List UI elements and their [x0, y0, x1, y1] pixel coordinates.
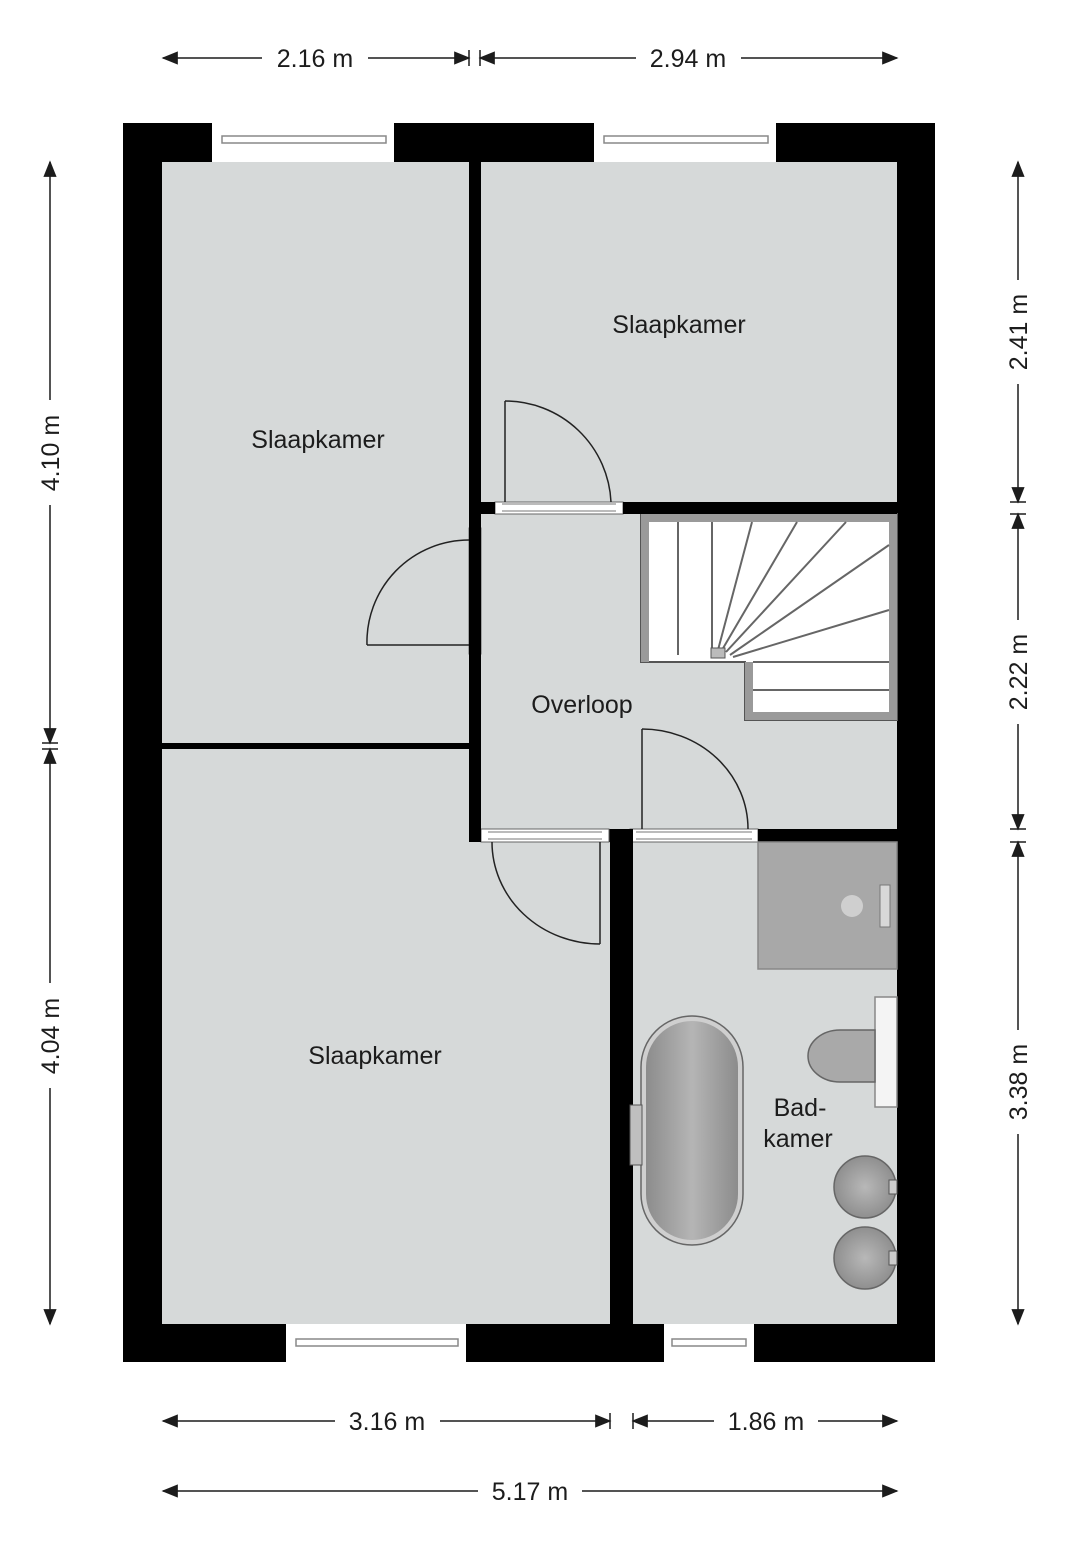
dimension-bottom-left: 3.16 m [161, 1408, 612, 1436]
floor-bedroom-top-left [162, 162, 469, 743]
svg-text:4.10 m: 4.10 m [37, 415, 65, 491]
svg-text:3.38 m: 3.38 m [1005, 1044, 1033, 1120]
dimension-right-upper: 2.41 m [1005, 160, 1033, 504]
wall-between-left-bedrooms [162, 743, 469, 749]
window-top-left [212, 123, 394, 162]
window-top-right [594, 123, 776, 162]
wall-landing-bottom-b [758, 829, 897, 842]
dimension-bottom-right: 1.86 m [631, 1408, 899, 1436]
door-bedroom-bottom [480, 828, 610, 945]
dimension-right-lower: 3.38 m [1005, 840, 1033, 1326]
dimension-left-lower: 4.04 m [37, 747, 65, 1326]
floor-bedroom-bottom-ext [469, 842, 610, 1324]
washbasin-upper [833, 1155, 898, 1219]
floor-bedroom-top-right [481, 162, 897, 502]
svg-text:1.86 m: 1.86 m [728, 1408, 804, 1436]
svg-text:4.04 m: 4.04 m [37, 998, 65, 1074]
window-bottom-left [286, 1324, 466, 1362]
room-label-bathroom-line2: kamer [763, 1125, 832, 1153]
dimension-top-left: 2.16 m [161, 45, 471, 73]
shower [757, 841, 898, 970]
svg-text:2.41 m: 2.41 m [1005, 294, 1033, 370]
svg-text:2.16 m: 2.16 m [277, 45, 353, 73]
dimension-right-middle: 2.22 m [1005, 512, 1033, 831]
washbasin-lower [833, 1226, 898, 1290]
dimension-bottom-total: 5.17 m [161, 1478, 899, 1506]
room-label-bedroom-top-right: Slaapkamer [612, 311, 745, 339]
wall-topright-landing-a [481, 502, 495, 514]
room-label-bedroom-bottom: Slaapkamer [308, 1042, 441, 1070]
svg-text:2.94 m: 2.94 m [650, 45, 726, 73]
floor-bedroom-bottom [162, 749, 469, 1324]
dimension-top-right: 2.94 m [478, 45, 899, 73]
svg-text:2.22 m: 2.22 m [1005, 634, 1033, 710]
wall-vertical-upper [469, 162, 481, 842]
room-label-landing: Overloop [531, 691, 632, 719]
dimension-left-upper: 4.10 m [37, 160, 65, 745]
svg-text:5.17 m: 5.17 m [492, 1478, 568, 1506]
toilet [807, 996, 898, 1108]
window-bottom-right [664, 1324, 754, 1362]
wall-topright-landing-b [623, 502, 897, 514]
room-label-bathroom-line1: Bad- [774, 1094, 827, 1122]
wall-bath-divider [610, 829, 633, 1324]
staircase [640, 513, 898, 721]
door-bathroom [629, 728, 759, 843]
wall-landing-bottom-a [469, 829, 481, 842]
room-label-bedroom-top-left: Slaapkamer [251, 426, 384, 454]
bathtub [629, 1015, 744, 1246]
svg-text:3.16 m: 3.16 m [349, 1408, 425, 1436]
